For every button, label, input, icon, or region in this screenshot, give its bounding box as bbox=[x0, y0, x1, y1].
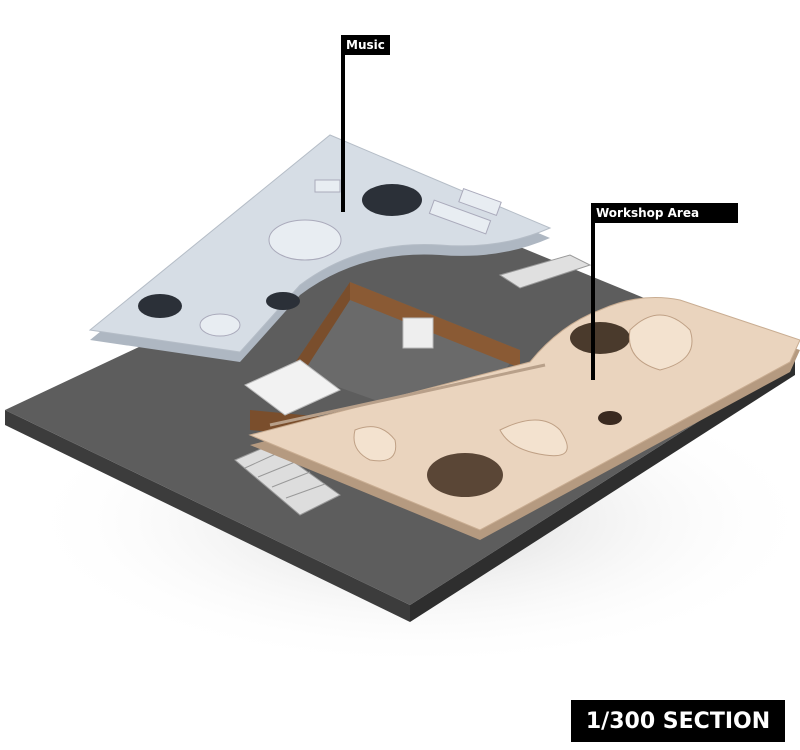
music-floor bbox=[88, 134, 552, 362]
music-label: Music bbox=[341, 35, 390, 55]
music-label-pole bbox=[341, 52, 345, 212]
workshop-label: Workshop Area bbox=[591, 203, 738, 223]
ramp bbox=[269, 363, 546, 427]
cube-block bbox=[402, 317, 434, 349]
workshop-floor bbox=[248, 297, 800, 540]
scale-section-label: 1/300 SECTION bbox=[571, 700, 785, 742]
workshop-label-pole bbox=[591, 220, 595, 380]
